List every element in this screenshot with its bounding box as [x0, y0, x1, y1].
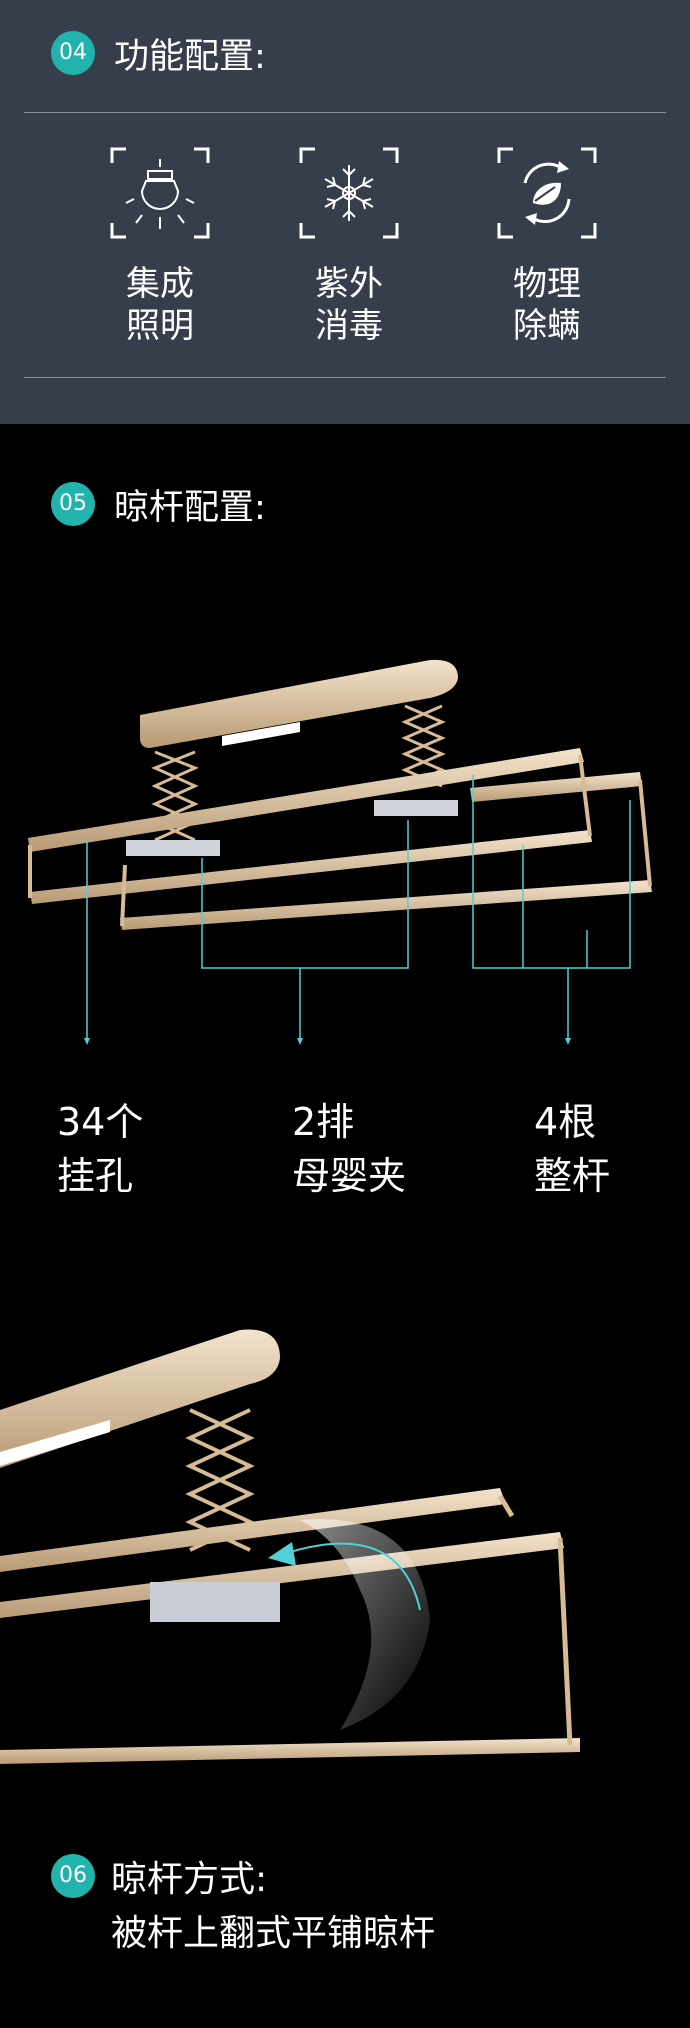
section-title: 功能配置: — [114, 37, 266, 77]
section-number-badge: 05 — [51, 482, 95, 526]
feature-label: 紫外 消毒 — [315, 264, 383, 346]
section-title: 晾杆配置: — [114, 488, 266, 528]
flip-up-bar-illustration — [0, 1329, 580, 1764]
divider-bottom — [24, 377, 666, 378]
section-number-badge: 04 — [51, 31, 95, 75]
divider-top — [24, 112, 666, 113]
spec-bars: 4根 整杆 — [534, 1100, 611, 1198]
feature-label: 物理 除螨 — [513, 264, 581, 346]
function-config-section: 04 功能配置: 集成 照明 — [0, 0, 690, 424]
feature-label: 集成 照明 — [126, 264, 194, 346]
leaf-recycle-icon — [497, 147, 597, 239]
spec-clip-rows: 2排 母婴夹 — [292, 1100, 407, 1198]
bulb-icon — [110, 147, 210, 239]
section-subtitle: 被杆上翻式平铺晾杆 — [111, 1913, 436, 1954]
drying-rack-illustration — [28, 659, 652, 1045]
section-title: 晾杆方式: — [111, 1859, 268, 1900]
spec-hanging-holes: 34个 挂孔 — [57, 1100, 144, 1198]
snowflake-icon — [299, 147, 399, 239]
section-number-badge: 06 — [51, 1854, 95, 1898]
